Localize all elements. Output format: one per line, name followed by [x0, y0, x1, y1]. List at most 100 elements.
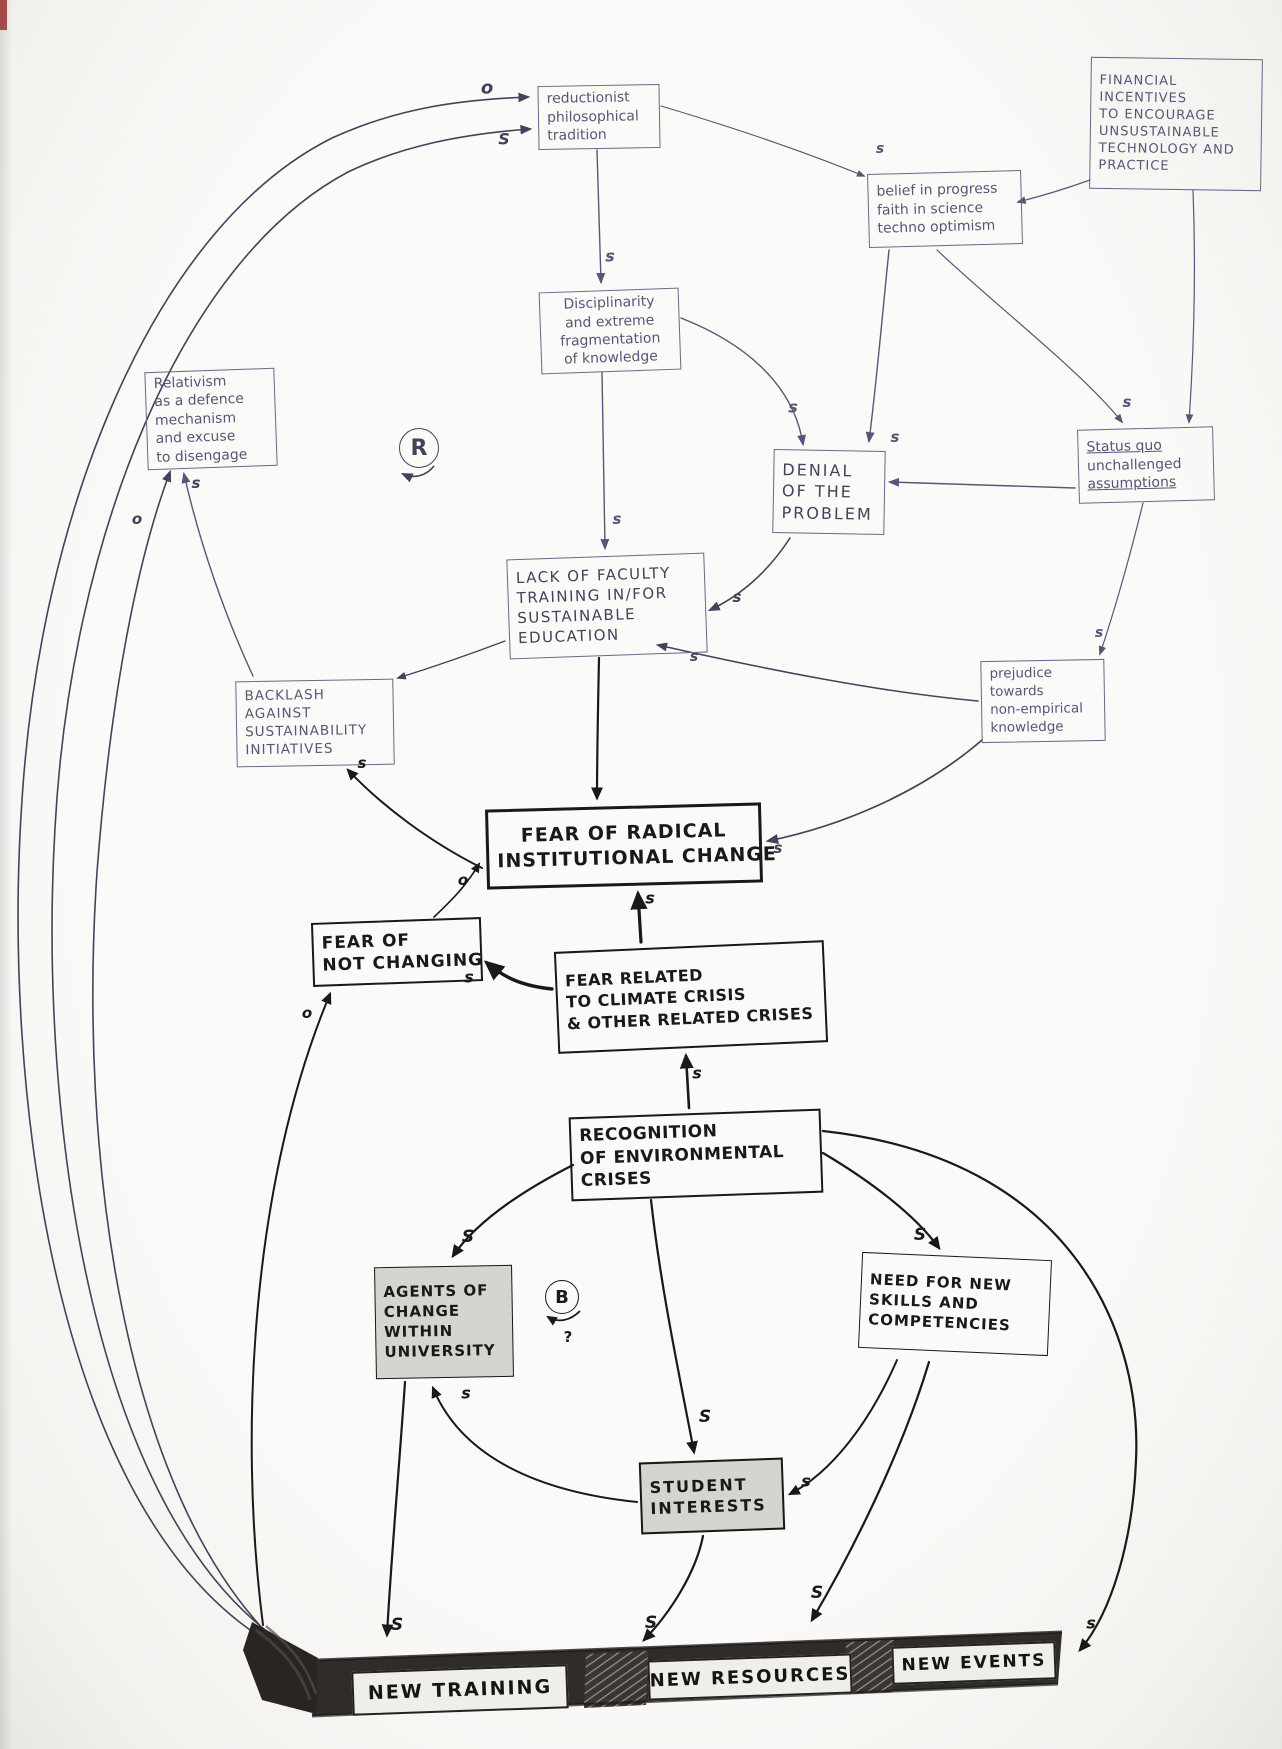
node-label-line: PRACTICE [1098, 158, 1170, 175]
polarity-label: S [390, 1615, 404, 1635]
causal-arrow [346, 768, 483, 869]
causal-arrow [250, 991, 332, 1626]
polarity-label: s [788, 397, 798, 417]
causal-arrow [1185, 189, 1196, 424]
polarity-label: s [689, 649, 699, 665]
node-label-line: TECHNOLOGY AND [1098, 141, 1235, 158]
node-label-line: assumptions [1087, 474, 1177, 493]
bar-segment-label: NEW TRAINING [367, 1675, 553, 1705]
causal-arrow [887, 477, 1076, 489]
polarity-label: S [644, 1613, 658, 1633]
causal-arrow [17, 92, 531, 1644]
polarity-label: s [1086, 1613, 1096, 1633]
node-label-line: reductionist [546, 89, 630, 108]
bar-segment-new-events: NEW EVENTS [891, 1641, 1057, 1685]
node-label-line: of knowledge [563, 348, 659, 369]
polarity-label: s [1122, 393, 1132, 411]
causal-arrow [680, 317, 806, 447]
polarity-label: S [461, 1227, 475, 1247]
loop-letter: B [555, 1286, 569, 1308]
causal-arrow [821, 1129, 1138, 1653]
polarity-label: s [1094, 625, 1104, 641]
causal-arrow [655, 642, 979, 702]
loop-question-mark: ? [563, 1328, 573, 1346]
node-label-line: philosophical [546, 108, 639, 126]
causal-arrow [396, 640, 506, 680]
node-label-line: non-empirical [990, 700, 1084, 718]
polarity-label: S [810, 1583, 824, 1603]
causal-arrow [1098, 502, 1144, 656]
causal-arrow [591, 656, 603, 801]
node-label-line: NOT CHANGING [322, 950, 484, 976]
node-label-line: WITHIN [384, 1321, 454, 1342]
polarity-label: s [645, 888, 655, 908]
node-label-line: tradition [547, 127, 607, 145]
causal-arrow [765, 739, 983, 844]
node-label-line: TO ENCOURAGE [1099, 106, 1216, 124]
polarity-label: s [732, 588, 742, 606]
node-label-line: INTERESTS [650, 1495, 768, 1519]
causal-arrow [660, 105, 866, 177]
node-label-line: INCENTIVES [1099, 89, 1188, 106]
bar-segment-label: NEW RESOURCES [649, 1663, 851, 1691]
polarity-label: o [480, 77, 494, 99]
node-label-line: FINANCIAL [1099, 72, 1178, 89]
polarity-label: s [801, 1471, 811, 1491]
polarity-label: s [692, 1063, 702, 1083]
causal-arrow [51, 124, 533, 1651]
causal-arrow [649, 1198, 698, 1455]
causal-arrow [433, 862, 481, 918]
causal-arrow [600, 371, 610, 551]
causal-arrow [865, 249, 890, 444]
polarity-label: o [301, 1004, 313, 1022]
bar-left-wedge [243, 1622, 318, 1714]
node-label-line: UNSUSTAINABLE [1098, 123, 1220, 141]
causal-arrow [936, 249, 1124, 424]
polarity-label: s [612, 510, 622, 528]
polarity-label: s [875, 141, 885, 157]
causal-arrow [810, 1360, 931, 1623]
polarity-label: o [457, 871, 469, 889]
node-label-line: knowledge [990, 718, 1064, 736]
bar-segment-label: NEW EVENTS [901, 1650, 1047, 1676]
polarity-label: S [913, 1225, 927, 1245]
causal-arrow [630, 890, 648, 944]
node-label-line: prejudice [989, 665, 1053, 683]
causal-arrow [642, 1534, 705, 1642]
causal-arrow [787, 1359, 898, 1496]
causal-arrow [381, 1380, 407, 1638]
causal-arrow [821, 1151, 941, 1251]
polarity-label: s [191, 474, 201, 492]
photo-edge-artifact [0, 0, 7, 30]
node-label-line: DENIAL [782, 460, 854, 481]
polarity-label: S [698, 1407, 712, 1427]
causal-arrow [431, 1385, 638, 1503]
polarity-label: s [464, 967, 474, 987]
causal-arrow [92, 469, 281, 1647]
causal-arrow [451, 1163, 575, 1259]
node-label-line: to disengage [156, 446, 248, 466]
causal-arrow [707, 537, 791, 612]
bar-hatch-patch [584, 1651, 648, 1708]
polarity-label: s [605, 246, 615, 266]
causal-arrow [596, 149, 606, 285]
node-label-line: OF THE [781, 481, 853, 502]
bar-hatch-patch [844, 1640, 894, 1694]
bar-segment-new-resources: NEW RESOURCES [647, 1653, 853, 1701]
causal-arrow [679, 1052, 694, 1110]
node-label-line: CHANGE [383, 1301, 461, 1322]
